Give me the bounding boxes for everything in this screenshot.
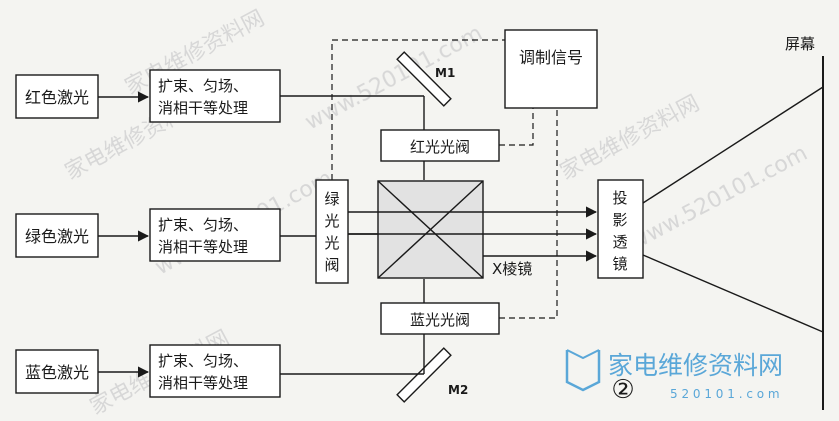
- green-valve-char: 阀: [324, 256, 339, 274]
- processing-text-green-1: 扩束、匀场、: [158, 216, 248, 234]
- blue-laser-box: [15, 349, 99, 394]
- signal-line-blue: [499, 108, 558, 319]
- screen-label: 屏幕: [785, 35, 815, 53]
- green-laser-label: 绿色激光: [25, 227, 89, 246]
- prism-diagonal-b: [377, 180, 484, 279]
- watermark-brand: 家电维修资料网: [608, 351, 783, 380]
- blue-valve-label: 蓝光光阀: [410, 311, 470, 329]
- x-prism-label: X棱镜: [492, 260, 532, 278]
- processing-text-blue-1: 扩束、匀场、: [158, 352, 248, 370]
- processing-box-green: [149, 208, 281, 262]
- mirror-m1-label: M1: [435, 66, 455, 80]
- blue-light-valve: [380, 302, 500, 335]
- processing-text-green-2: 消相干等处理: [158, 238, 248, 256]
- red-valve-label: 红光光阀: [410, 138, 470, 156]
- modulation-signal-box: [504, 29, 598, 109]
- lens-char: 透: [612, 233, 627, 251]
- red-laser-label: 红色激光: [25, 88, 89, 107]
- mirror-m2: [396, 347, 452, 403]
- mirror-m1: [396, 51, 452, 107]
- green-valve-char: 光: [324, 234, 339, 252]
- processing-text-red-2: 消相干等处理: [158, 99, 248, 117]
- lens-char: 投: [612, 189, 627, 207]
- figure-number: ②: [611, 375, 634, 405]
- green-valve-char: 绿: [324, 190, 339, 208]
- modulation-signal-label: 调制信号: [519, 48, 583, 67]
- book-spine-icon: [566, 349, 600, 360]
- watermark-site: 5 2 0 1 0 1 . c o m: [670, 387, 780, 401]
- signal-line-green: [331, 39, 505, 180]
- projection-lens-box: [597, 179, 644, 279]
- green-light-valve: [315, 179, 349, 284]
- watermark-text: www.520101.com: [301, 21, 487, 136]
- watermark-logo: 家电维修资料网 5 2 0 1 0 1 . c o m: [565, 349, 783, 401]
- signal-line-red: [499, 108, 534, 146]
- processing-text-red-1: 扩束、匀场、: [158, 77, 248, 95]
- processing-box-red: [149, 69, 281, 123]
- mirror-m2-label: M2: [448, 383, 468, 397]
- processing-box-blue: [149, 344, 281, 398]
- lens-char: 镜: [612, 255, 627, 273]
- processing-text-blue-2: 消相干等处理: [158, 374, 248, 392]
- green-valve-char: 光: [324, 212, 339, 230]
- projection-ray-top: [642, 86, 824, 204]
- projection-ray-bottom: [642, 254, 824, 333]
- watermark-text: www.520101.com: [626, 141, 812, 256]
- blue-laser-label: 蓝色激光: [25, 363, 89, 382]
- book-icon: [565, 350, 601, 392]
- lens-char: 影: [612, 211, 627, 229]
